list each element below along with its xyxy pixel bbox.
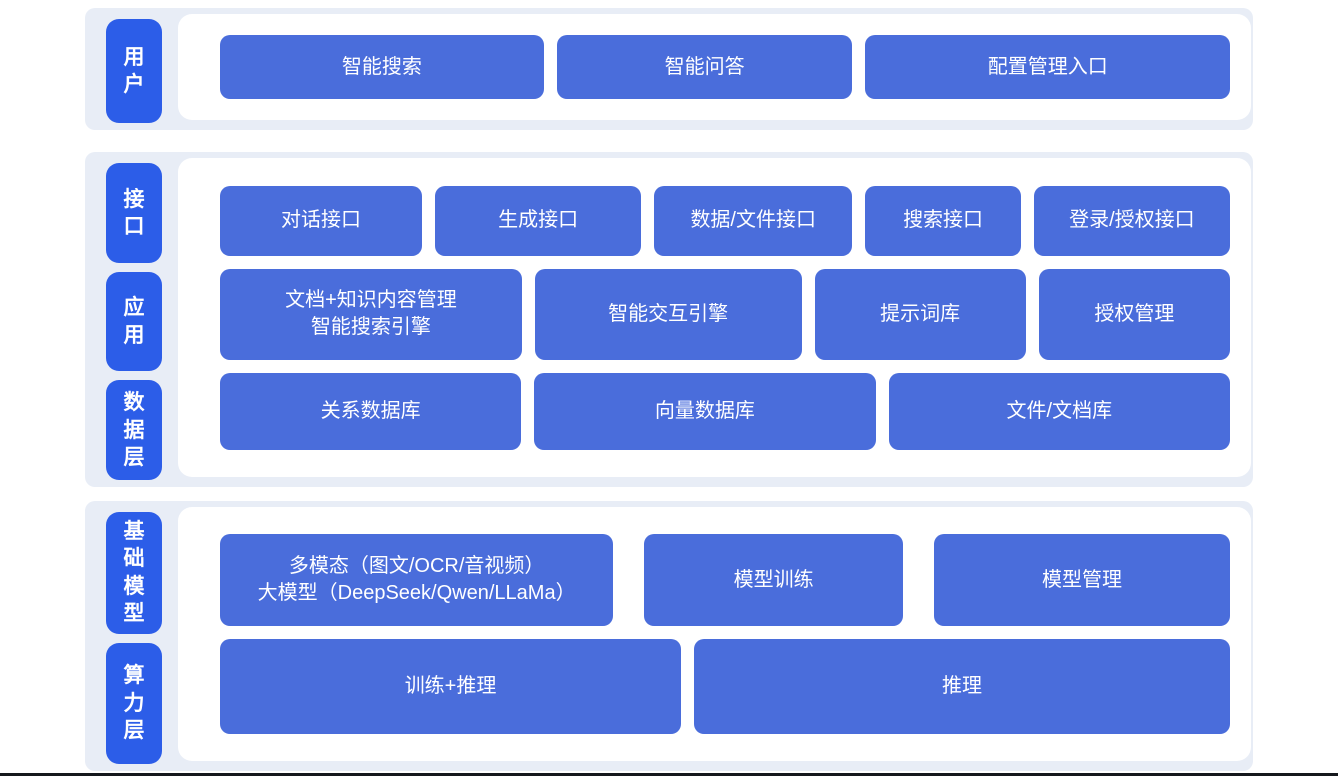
box-vector-db: 向量数据库 — [534, 372, 876, 450]
box-prompt-library: 提示词库 — [814, 268, 1026, 360]
box-smart-qa: 智能问答 — [556, 35, 853, 99]
box-auth-mgmt: 授权管理 — [1038, 268, 1230, 360]
box-file-doc-store: 文件/文档库 — [888, 372, 1230, 450]
section-interface-app-data: 接口 应用 数据层 对话接口 生成接口 数据/文件接口 搜索接口 登录/授权接口… — [85, 152, 1253, 487]
bottom-layer-panel: 多模态（图文/OCR/音视频） 大模型（DeepSeek/Qwen/LLaMa）… — [178, 507, 1251, 761]
data-row: 关系数据库 向量数据库 文件/文档库 — [220, 372, 1230, 450]
layer-label-compute-text: 算力层 — [123, 664, 145, 742]
box-interaction-engine: 智能交互引擎 — [534, 268, 802, 360]
section-user-layer: 用户 智能搜索 智能问答 配置管理入口 — [85, 8, 1253, 130]
box-training-inference: 训练+推理 — [220, 639, 682, 734]
layer-label-user-text: 用户 — [123, 45, 145, 96]
layer-label-interface: 接口 — [106, 163, 162, 263]
compute-row: 训练+推理 推理 — [220, 639, 1230, 734]
layer-label-application: 应用 — [106, 271, 162, 372]
layer-label-application-text: 应用 — [123, 296, 145, 347]
box-inference: 推理 — [694, 639, 1230, 734]
application-row: 文档+知识内容管理 智能搜索引擎 智能交互引擎 提示词库 授权管理 — [220, 268, 1230, 360]
box-generation-api: 生成接口 — [435, 185, 642, 256]
box-dialog-api: 对话接口 — [220, 185, 423, 256]
bottom-divider-line — [0, 773, 1338, 776]
user-layer-panel: 智能搜索 智能问答 配置管理入口 — [178, 14, 1251, 120]
box-search-api: 搜索接口 — [865, 185, 1021, 256]
layer-label-interface-text: 接口 — [123, 187, 145, 238]
box-relational-db: 关系数据库 — [220, 372, 522, 450]
box-smart-search: 智能搜索 — [220, 35, 544, 99]
box-model-mgmt: 模型管理 — [934, 534, 1230, 626]
layer-label-foundation-model: 基础模型 — [106, 512, 162, 634]
user-layer-row: 智能搜索 智能问答 配置管理入口 — [220, 35, 1230, 99]
box-data-file-api: 数据/文件接口 — [654, 185, 853, 256]
layer-label-data-text: 数据层 — [123, 391, 145, 469]
section-model-compute: 基础模型 算力层 多模态（图文/OCR/音视频） 大模型（DeepSeek/Qw… — [85, 501, 1253, 771]
interface-row: 对话接口 生成接口 数据/文件接口 搜索接口 登录/授权接口 — [220, 185, 1230, 256]
foundation-model-row: 多模态（图文/OCR/音视频） 大模型（DeepSeek/Qwen/LLaMa）… — [220, 534, 1230, 626]
layer-label-compute: 算力层 — [106, 642, 162, 764]
layer-label-data: 数据层 — [106, 380, 162, 481]
bottom-layer-labels: 基础模型 算力层 — [106, 501, 162, 771]
box-multimodal-llm: 多模态（图文/OCR/音视频） 大模型（DeepSeek/Qwen/LLaMa） — [220, 534, 614, 626]
middle-layer-panel: 对话接口 生成接口 数据/文件接口 搜索接口 登录/授权接口 文档+知识内容管理… — [178, 158, 1251, 477]
box-login-auth-api: 登录/授权接口 — [1033, 185, 1230, 256]
box-config-entry: 配置管理入口 — [865, 35, 1230, 99]
user-layer-labels: 用户 — [106, 8, 162, 130]
layer-label-foundation-model-text: 基础模型 — [123, 520, 145, 626]
box-doc-knowledge-mgmt: 文档+知识内容管理 智能搜索引擎 — [220, 268, 522, 360]
middle-layer-labels: 接口 应用 数据层 — [106, 152, 162, 487]
layer-label-user: 用户 — [106, 19, 162, 123]
box-model-training: 模型训练 — [644, 534, 904, 626]
